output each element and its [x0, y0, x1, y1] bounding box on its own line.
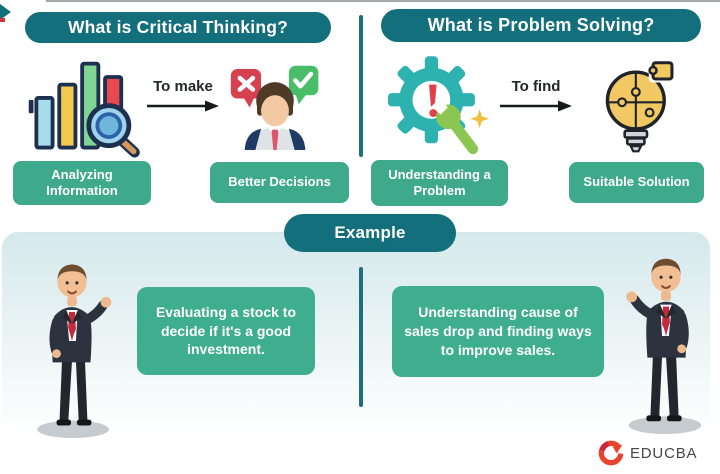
arrow-right-icon	[500, 100, 572, 112]
analyzing-information-badge: Analyzing Information	[13, 161, 151, 205]
corner-red-accent	[0, 18, 5, 22]
example-title: Example	[284, 214, 456, 252]
better-decisions-badge: Better Decisions	[210, 162, 349, 203]
businessman-right-illustration	[626, 258, 702, 435]
arrow-right-icon	[147, 100, 219, 112]
problem-solving-title: What is Problem Solving?	[381, 9, 701, 42]
top-section-divider	[359, 15, 363, 157]
critical-thinking-example-box: Evaluating a stock to decide if it's a g…	[137, 287, 315, 375]
top-border-line	[46, 0, 720, 2]
person-decision-bubbles-icon	[230, 65, 319, 151]
understanding-problem-badge: Understanding a Problem	[371, 160, 508, 206]
businessman-left-illustration	[37, 264, 112, 439]
suitable-solution-badge: Suitable Solution	[569, 162, 704, 203]
educba-logo: EDUCBA	[596, 438, 697, 468]
gear-wrench-alert-icon	[387, 56, 490, 155]
corner-triangle-decoration	[0, 4, 11, 20]
puzzle-lightbulb-icon	[605, 58, 675, 153]
educba-logo-icon	[598, 440, 626, 466]
educba-logo-text: EDUCBA	[630, 444, 698, 462]
to-find-connector: To find	[498, 78, 574, 112]
problem-solving-example-box: Understanding cause of sales drop and fi…	[392, 286, 604, 377]
to-make-label: To make	[153, 78, 213, 95]
to-make-connector: To make	[146, 78, 220, 112]
critical-thinking-title: What is Critical Thinking?	[25, 12, 331, 43]
to-find-label: To find	[511, 78, 561, 95]
example-section-divider	[359, 267, 363, 407]
bar-chart-magnifier-icon	[28, 61, 140, 158]
